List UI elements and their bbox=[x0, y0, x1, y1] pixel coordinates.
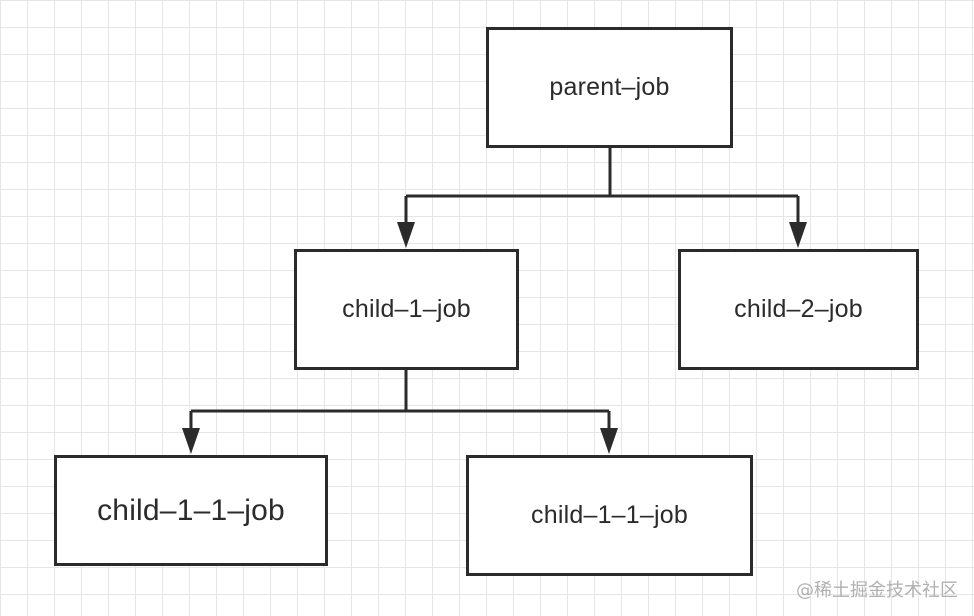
node-child-1-1-job-left: child–1–1–job bbox=[54, 455, 328, 566]
node-child-1-job: child–1–job bbox=[294, 249, 519, 370]
arrowhead-to-child-1 bbox=[397, 222, 415, 248]
node-child-2-job: child–2–job bbox=[678, 249, 919, 370]
node-child-1-1-job-right: child–1–1–job bbox=[466, 455, 753, 576]
watermark: @稀土掘金技术社区 bbox=[796, 580, 958, 601]
arrowhead-to-child-1-1-a bbox=[182, 428, 200, 454]
node-child-2-job-label: child–2–job bbox=[734, 295, 863, 323]
arrowhead-to-child-1-1-b bbox=[600, 428, 618, 454]
node-parent-job-label: parent–job bbox=[549, 73, 670, 101]
arrowhead-to-child-2 bbox=[789, 222, 807, 248]
node-parent-job: parent–job bbox=[486, 27, 733, 148]
node-child-1-1-job-left-label: child–1–1–job bbox=[97, 493, 285, 527]
node-child-1-job-label: child–1–job bbox=[342, 295, 471, 323]
node-child-1-1-job-right-label: child–1–1–job bbox=[531, 501, 688, 529]
